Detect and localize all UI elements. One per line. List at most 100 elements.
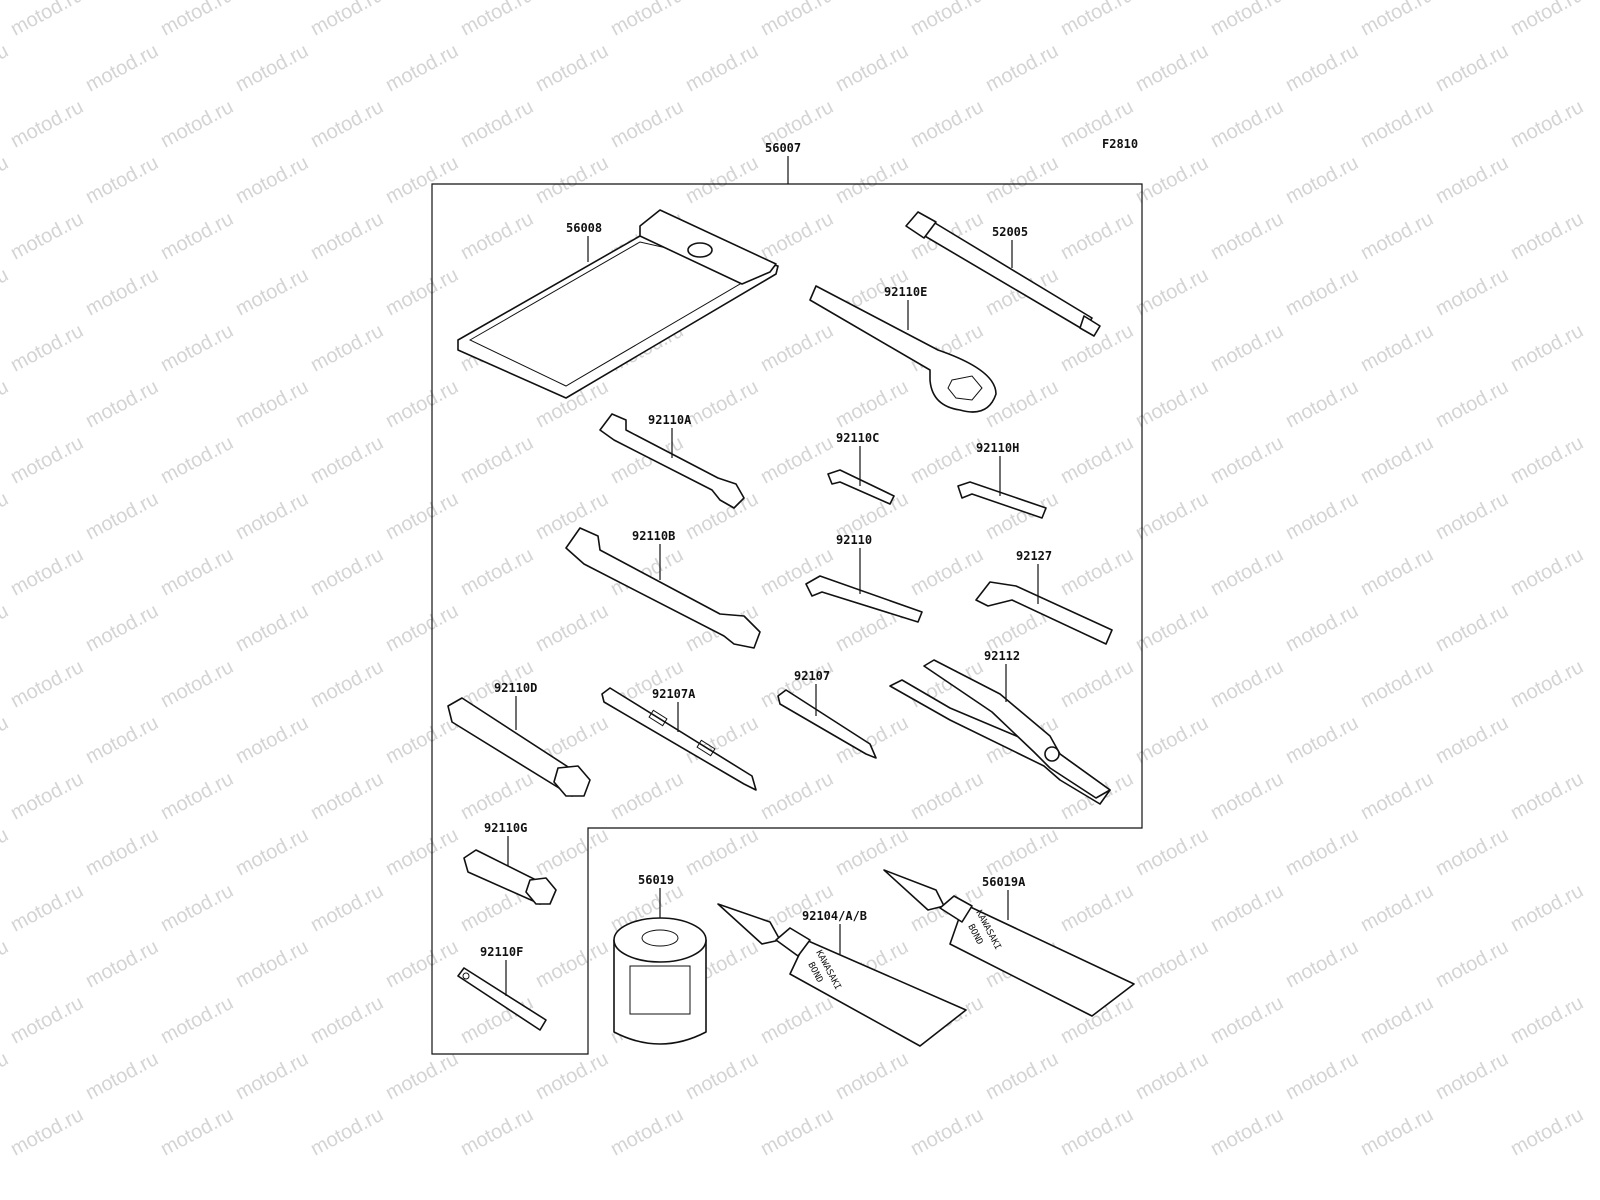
watermark-text: motod.ru	[7, 544, 87, 600]
watermark-text: motod.ru	[907, 96, 987, 152]
watermark-text: motod.ru	[1282, 712, 1362, 768]
watermark-text: motod.ru	[382, 600, 462, 656]
watermark-text: motod.ru	[157, 768, 237, 824]
watermark-text: motod.ru	[1432, 824, 1512, 880]
watermark-text: motod.ru	[82, 488, 162, 544]
label-52005: 52005	[992, 225, 1028, 239]
watermark-text: motod.ru	[232, 264, 312, 320]
watermark-text: motod.ru	[1357, 320, 1437, 376]
watermark-text: motod.ru	[607, 768, 687, 824]
watermark-text: motod.ru	[1132, 712, 1212, 768]
watermark-text: motod.ru	[757, 320, 837, 376]
watermark-text: motod.ru	[682, 152, 762, 208]
watermark-text: motod.ru	[982, 152, 1062, 208]
watermark-text: motod.ru	[607, 0, 687, 40]
watermark-text: motod.ru	[457, 208, 537, 264]
label-92127: 92127	[1016, 549, 1052, 563]
watermark-text: motod.ru	[1207, 768, 1287, 824]
label-92110H: 92110H	[976, 441, 1019, 455]
watermark-text: motod.ru	[982, 824, 1062, 880]
watermark-text: motod.ru	[82, 1048, 162, 1104]
watermark-text: motod.ru	[1432, 488, 1512, 544]
watermark-text: motod.ru	[532, 600, 612, 656]
watermark-text: motod.ru	[1132, 488, 1212, 544]
watermark-text: motod.ru	[1132, 1048, 1212, 1104]
watermark-text: motod.ru	[7, 208, 87, 264]
watermark-text: motod.ru	[1507, 208, 1587, 264]
watermark-text: motod.ru	[307, 432, 387, 488]
watermark-text: motod.ru	[982, 1048, 1062, 1104]
label-92112: 92112	[984, 649, 1020, 663]
watermark-text: motod.ru	[532, 1048, 612, 1104]
watermark-text: motod.ru	[1507, 432, 1587, 488]
label-92104: 92104/A/B	[802, 909, 867, 923]
watermark-text: motod.ru	[307, 992, 387, 1048]
watermark-text: motod.ru	[1357, 208, 1437, 264]
watermark-text: motod.ru	[82, 712, 162, 768]
watermark-text: motod.ru	[232, 376, 312, 432]
hex-key-small	[827, 469, 895, 505]
figure-code: F2810	[1102, 137, 1138, 151]
watermark-text: motod.ru	[157, 880, 237, 936]
watermark-text: motod.ru	[0, 376, 12, 432]
label-92110F: 92110F	[480, 945, 523, 959]
watermark-text: motod.ru	[0, 600, 12, 656]
label-92110E: 92110E	[884, 285, 927, 299]
watermark-text: motod.ru	[1132, 40, 1212, 96]
watermark-text: motod.ru	[82, 376, 162, 432]
watermark-text: motod.ru	[382, 264, 462, 320]
watermark-text: motod.ru	[1057, 880, 1137, 936]
watermark-text: motod.ru	[382, 824, 462, 880]
watermark-text: motod.ru	[682, 40, 762, 96]
watermark-text: motod.ru	[1282, 824, 1362, 880]
hex-key-h	[957, 481, 1047, 519]
label-92110G: 92110G	[484, 821, 527, 835]
watermark-text: motod.ru	[307, 320, 387, 376]
box-spanner-small	[463, 849, 557, 905]
watermark-text: motod.ru	[1507, 320, 1587, 376]
watermark-text: motod.ru	[0, 264, 12, 320]
watermark-text: motod.ru	[1357, 1104, 1437, 1160]
watermark-text: motod.ru	[832, 1048, 912, 1104]
watermark-text: motod.ru	[1357, 96, 1437, 152]
watermark-text: motod.ru	[682, 824, 762, 880]
watermark-text: motod.ru	[82, 936, 162, 992]
watermark-text: motod.ru	[1132, 824, 1212, 880]
watermark-text: motod.ru	[1207, 208, 1287, 264]
pliers	[889, 659, 1111, 805]
grease-can	[613, 917, 707, 1045]
watermark-text: motod.ru	[1207, 320, 1287, 376]
watermark-text: motod.ru	[1432, 712, 1512, 768]
tool-bag	[457, 209, 779, 399]
watermark-text: motod.ru	[382, 1048, 462, 1104]
watermark-text: motod.ru	[907, 768, 987, 824]
watermark-text: motod.ru	[1282, 1048, 1362, 1104]
watermark-text: motod.ru	[1207, 992, 1287, 1048]
watermark-text: motod.ru	[0, 40, 12, 96]
watermark-text: motod.ru	[907, 1104, 987, 1160]
watermark-text: motod.ru	[382, 152, 462, 208]
watermark-text: motod.ru	[1357, 768, 1437, 824]
watermark-text: motod.ru	[1282, 936, 1362, 992]
bond-tube-2: KAWASAKI BOND	[883, 869, 1135, 1017]
watermark-text: motod.ru	[157, 96, 237, 152]
watermark-text: motod.ru	[157, 208, 237, 264]
label-56008: 56008	[566, 221, 602, 235]
handle-tool	[905, 211, 1101, 337]
watermark-text: motod.ru	[532, 40, 612, 96]
watermark-text: motod.ru	[0, 936, 12, 992]
watermark-text: motod.ru	[1507, 96, 1587, 152]
watermark-text: motod.ru	[157, 432, 237, 488]
watermark-text: motod.ru	[1432, 1048, 1512, 1104]
label-56019: 56019	[638, 873, 674, 887]
watermark-text: motod.ru	[7, 768, 87, 824]
watermark-text: motod.ru	[457, 432, 537, 488]
watermark-text: motod.ru	[1057, 656, 1137, 712]
label-92110C: 92110C	[836, 431, 879, 445]
watermark-text: motod.ru	[1057, 208, 1137, 264]
watermark-text: motod.ru	[307, 96, 387, 152]
watermark-text: motod.ru	[82, 40, 162, 96]
watermark-text: motod.ru	[1507, 544, 1587, 600]
watermark-text: motod.ru	[232, 824, 312, 880]
